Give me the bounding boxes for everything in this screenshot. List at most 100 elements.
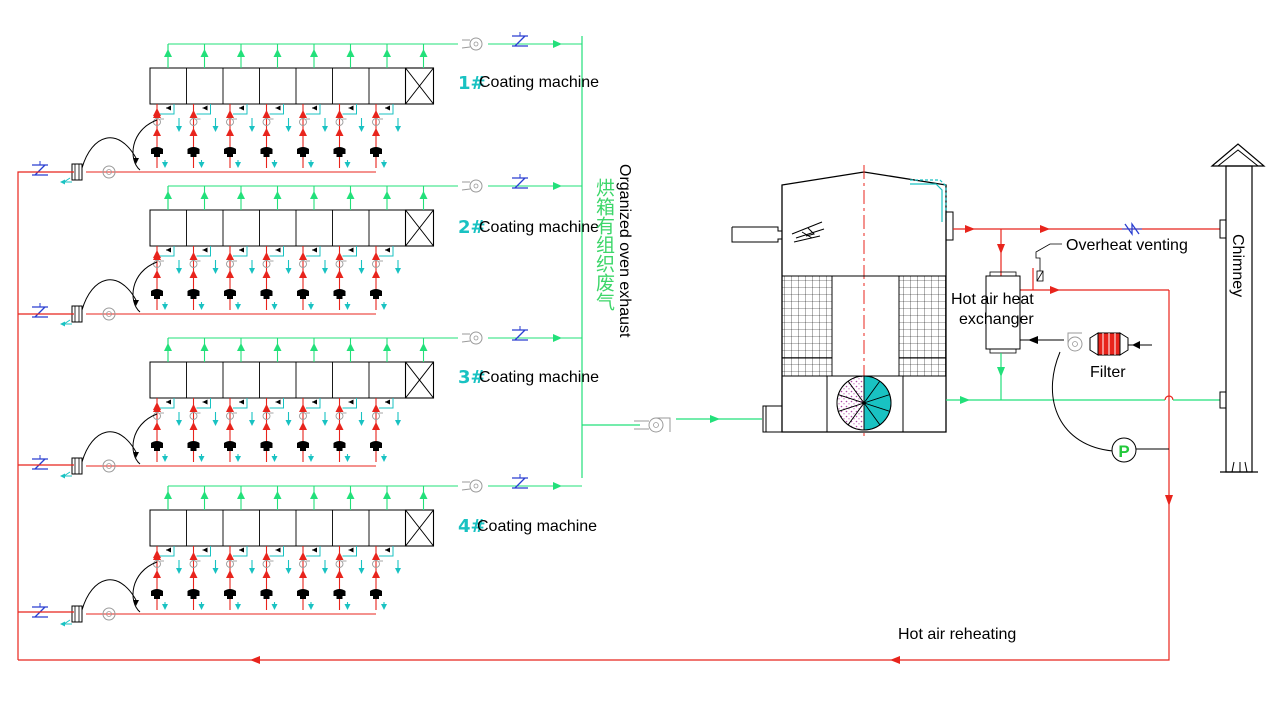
supply-fan-icon [81,279,137,321]
oven-body [149,509,406,547]
oven-body [149,209,406,247]
valve-icon [512,474,528,489]
burner-icon [224,441,236,451]
circulation-fan-icon [153,412,164,420]
circulation-fan-icon [226,560,237,568]
burner-icon [297,289,309,299]
circulation-fan-icon [226,412,237,420]
circulation-fan-icon [262,560,274,568]
overheat-venting-label: Overheat venting [1066,237,1188,254]
circulation-fan-icon [335,118,347,126]
outlet-duct [910,179,954,241]
fan-icon [461,331,483,345]
burner-icon [260,147,273,157]
organized-exhaust-label-cn: 烘箱有组织废气 [593,178,615,311]
pump-icon [1111,437,1137,463]
supply-fan-icon [81,579,137,621]
circulation-fan-icon [189,560,201,568]
circulation-fan-icon [262,412,274,420]
heater-icon [60,305,83,327]
machine-2-number: 2# [458,217,486,238]
valve-icon [512,174,528,189]
circulation-fan-icon [372,260,383,268]
circulation-fan-icon [262,118,274,126]
heat-exchanger-label-1: Hot air heat [951,291,1034,308]
burner-icon [333,289,346,299]
chimney [1210,143,1266,473]
burner-icon [187,441,200,451]
coating-machine-2 [32,174,582,327]
circulation-fan-icon [299,118,310,126]
burner-icon [297,441,309,451]
burner-icon [370,441,382,451]
heater-icon [60,457,83,479]
diagram-labels: 1# Coating machine 2# Coating machine 3#… [458,73,1246,643]
coating-machines [32,32,582,627]
fan-icon [461,179,483,193]
heat-exchanger-label-2: exchanger [959,311,1034,328]
filter-icon [1089,332,1129,356]
burner-icon [187,289,200,299]
hot-air-reheating-label: Hot air reheating [898,626,1016,643]
circulation-fan-icon [189,260,201,268]
chimney-valve-icon [1122,221,1142,237]
circulation-fan-icon [189,412,201,420]
burner-icon [370,589,382,599]
machine-4-label: Coating machine [477,518,597,535]
burner-icon [370,289,382,299]
burner-icon [187,589,200,599]
circulation-fan-icon [189,118,201,126]
machine-3-number: 3# [458,367,486,388]
oven-outlet [404,209,435,247]
main-exhaust-fan-icon [634,417,671,433]
burner-icon [333,147,346,157]
circulation-fan-icon [153,560,164,568]
valve-icon [32,303,48,318]
circulation-fan-icon [299,560,310,568]
circulation-fan-icon [299,260,310,268]
supply-fan-icon [81,137,137,179]
burner-icon [333,441,346,451]
circulation-fan-icon [372,560,383,568]
oven-body [149,361,406,399]
burner-icon [187,147,200,157]
oven-outlet [404,67,435,105]
burner-icon [224,289,236,299]
circulation-fan-icon [153,118,164,126]
fan-icon [461,479,483,493]
oven-outlet [404,509,435,547]
machine-1-number: 1# [458,73,486,94]
overheat-damper-icon [1035,243,1062,282]
fresh-air-fan-icon [1067,332,1083,352]
oven-outlet [404,361,435,399]
burner-icon [333,589,346,599]
circulation-fan-icon [226,118,237,126]
burner-icon [151,289,163,299]
coating-machine-1 [32,32,582,185]
valve-icon [512,326,528,341]
burner-icon [224,147,236,157]
circulation-fan-icon [153,260,164,268]
valve-icon [32,161,48,176]
valve-icon [32,603,48,618]
hot-air-reheating-loop [17,171,1173,664]
heat-recovery-system [946,143,1266,473]
flame-icon [791,221,825,243]
oven-body [149,67,406,105]
chimney-label: Chimney [1229,234,1246,297]
heater-icon [60,163,83,185]
circulation-fan-icon [226,260,237,268]
coating-machine-3 [32,326,582,479]
circulation-fan-icon [335,260,347,268]
burner-icon [297,589,309,599]
valve-icon [512,32,528,47]
burner-icon [731,226,783,243]
heat-exchanger [985,271,1021,354]
filter-label: Filter [1090,364,1126,381]
organized-exhaust-collector [581,36,762,478]
organized-exhaust-label: Organized oven exhaust [616,164,633,338]
circulation-fan-icon [372,118,383,126]
machine-1-label: Coating machine [479,74,599,91]
